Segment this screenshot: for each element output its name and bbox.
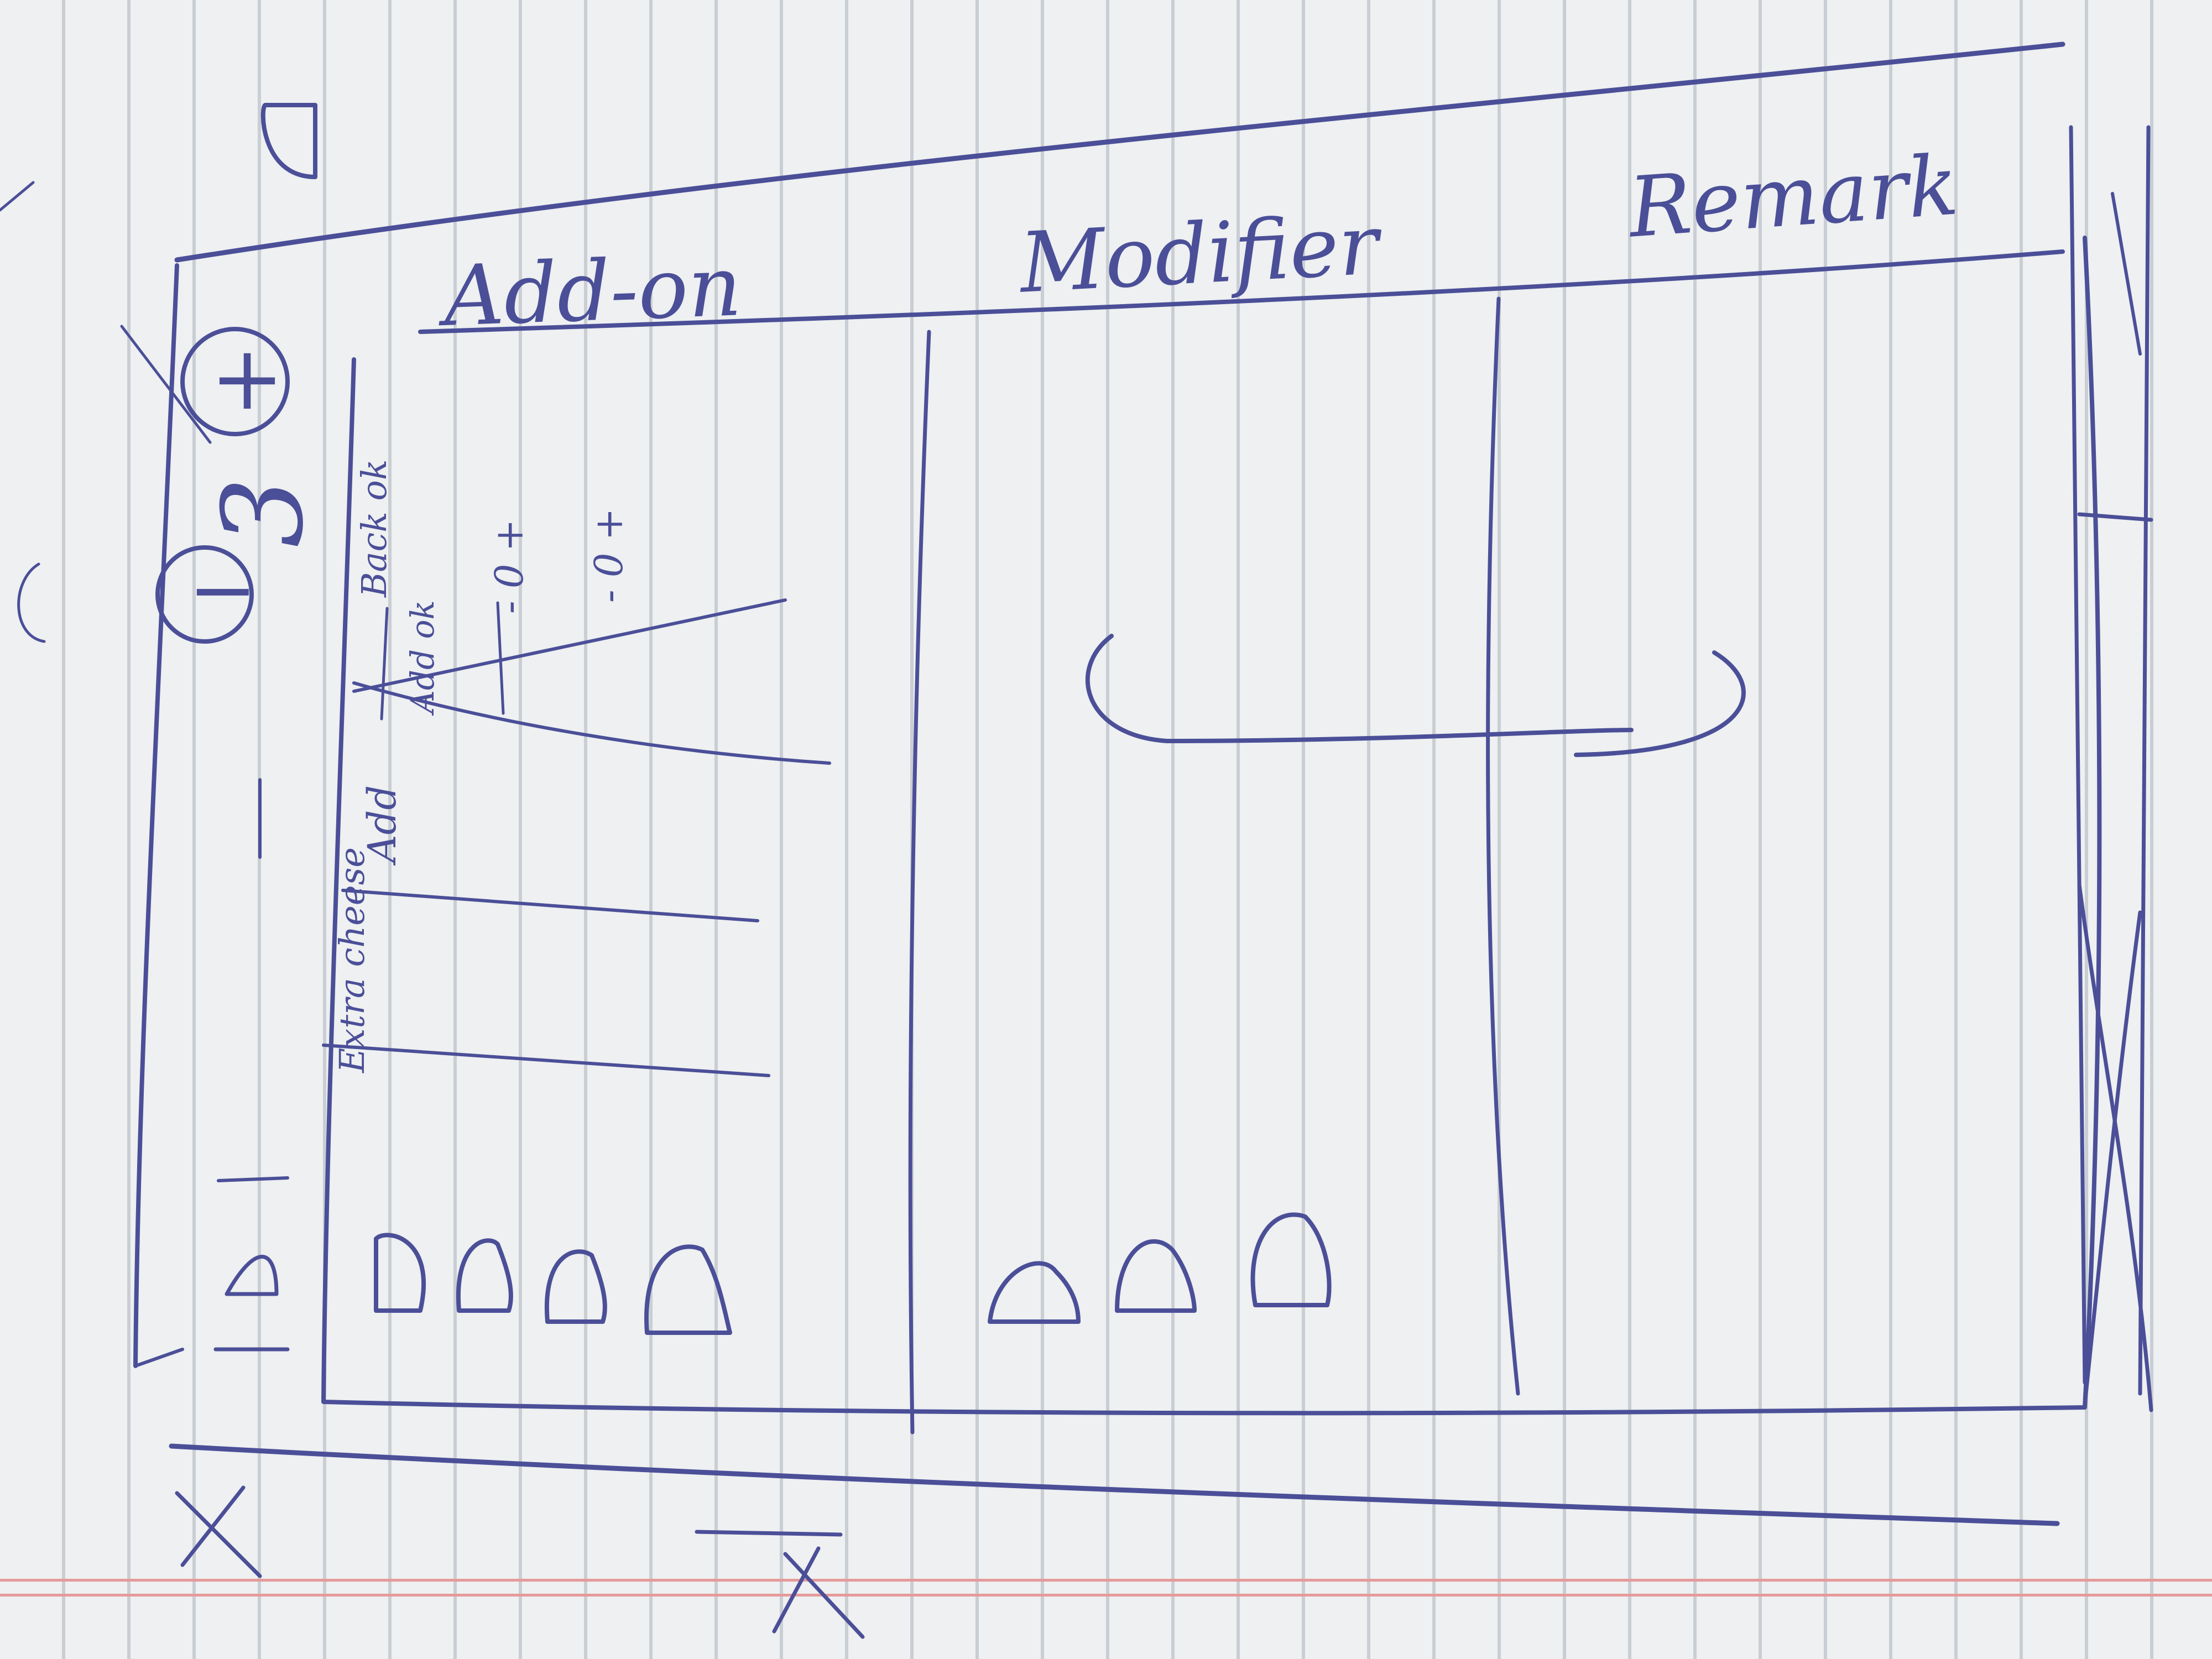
plus-button-circle [180, 327, 290, 436]
panel-top-border [174, 41, 2065, 263]
quantity-value: 3 [199, 477, 328, 547]
addon-button-1 [374, 1233, 426, 1313]
minus-button[interactable]: − [188, 542, 258, 638]
margin-line-bottom [0, 1594, 2212, 1597]
modifier-button-3 [1250, 1212, 1332, 1307]
modifier-bracket-left [1085, 634, 1634, 743]
panel-bottom-border [169, 1443, 2060, 1526]
addon-button-4 [644, 1244, 732, 1335]
tab-add-on[interactable]: Add-on [442, 238, 743, 345]
minus-button-circle [155, 545, 254, 644]
plus-button[interactable]: + [210, 326, 285, 430]
column-divider-1 [908, 330, 931, 1434]
addon-stepper-2[interactable]: - 0 + [586, 508, 632, 603]
scrollbar-arrow [2111, 192, 2142, 356]
top-doc-icon [260, 103, 317, 179]
close-cross-icon [175, 1485, 262, 1578]
addon-button-3 [544, 1249, 607, 1324]
scrollbar-thumb-bottom [2077, 512, 2153, 522]
addon-stepper-1[interactable]: - 0 + [487, 519, 532, 614]
bottom-left-icon [213, 1255, 290, 1352]
addon-button-2 [456, 1238, 513, 1313]
addon-item-back-ok[interactable]: Back ok [354, 459, 394, 597]
panel-left-border [133, 263, 179, 1368]
scrollbar-track-right [2138, 125, 2151, 1396]
margin-line-top [0, 1579, 2212, 1582]
modifier-button-2 [1115, 1239, 1197, 1313]
column-divider-2 [1486, 296, 1520, 1396]
tab-header-line [418, 249, 2065, 334]
tab-modifier[interactable]: Modifier [1018, 197, 1381, 312]
bottom-arrow-mark [695, 1530, 865, 1639]
content-box [321, 236, 2102, 1416]
addon-item-add[interactable]: Add [359, 785, 405, 863]
addon-item-add-ok[interactable]: Add ok [404, 600, 441, 713]
scrollbar-track-left [2069, 125, 2087, 1385]
modifier-button-1 [988, 1261, 1081, 1324]
addon-item-extra-cheese[interactable]: Extra cheese [332, 847, 372, 1073]
modifier-bracket-right [1574, 650, 1746, 757]
